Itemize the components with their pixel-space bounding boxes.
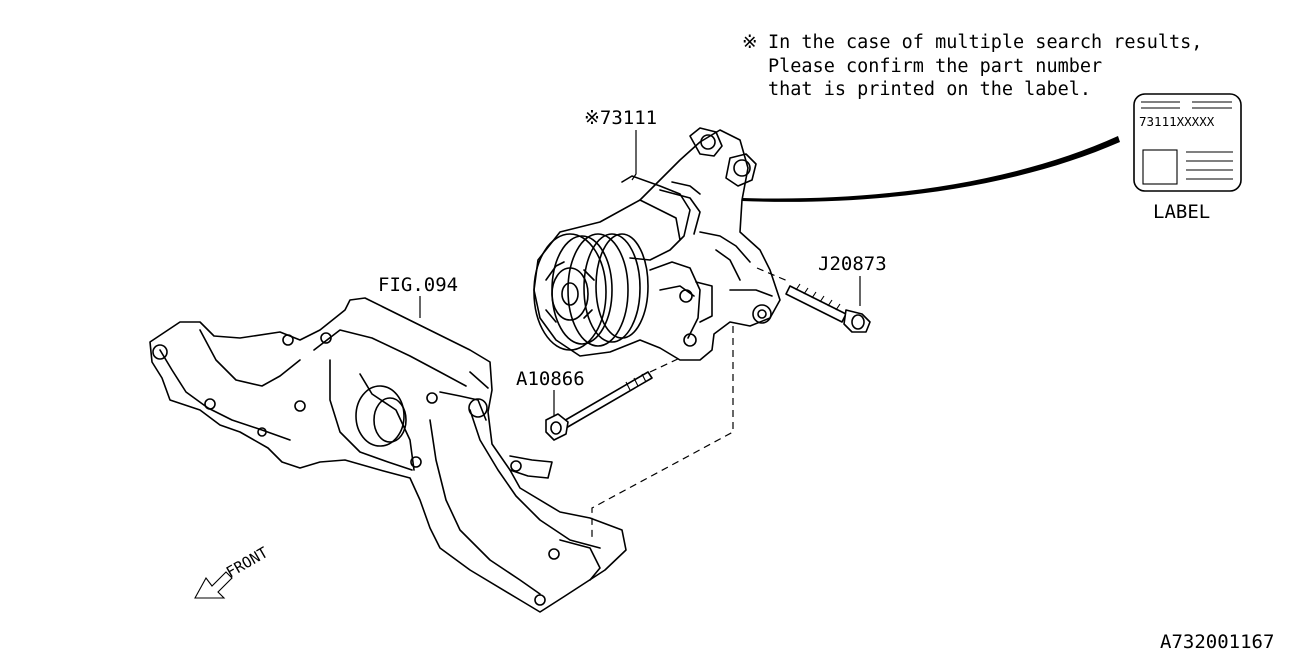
compressor-body <box>533 129 781 361</box>
note-line-1: In the case of multiple search results, <box>768 32 1202 53</box>
label-card: 73111XXXXX LABEL <box>1133 93 1242 223</box>
note-line-3: that is printed on the label. <box>768 79 1091 100</box>
ac-compressor <box>533 127 781 361</box>
mount-line-right <box>756 267 791 283</box>
compressor-pulley <box>533 233 607 351</box>
leader-compressor <box>631 130 637 181</box>
label-caption: LABEL <box>1153 201 1210 223</box>
bolt-left <box>545 371 653 441</box>
front-direction-marker: FRONT <box>194 543 271 599</box>
label-card-frame <box>1133 93 1242 192</box>
note-mark: ※ <box>742 32 758 53</box>
label-card-part-number: 73111XXXXX <box>1139 114 1215 129</box>
note-block: ※ In the case of multiple search results… <box>742 32 1202 100</box>
mount-line-left <box>649 357 681 373</box>
note-line-2: Please confirm the part number <box>768 56 1102 77</box>
diagram-id: A732001167 <box>1160 631 1274 653</box>
callout-bolt-left: A10866 <box>516 368 585 390</box>
callout-compressor: ※73111 <box>584 107 657 129</box>
callout-bracket: FIG.094 <box>378 274 458 296</box>
front-text: FRONT <box>223 543 271 581</box>
mounting-bracket <box>149 297 627 613</box>
mount-line-lower <box>591 326 734 540</box>
bolt-right <box>785 283 871 333</box>
label-leader-line <box>742 136 1120 202</box>
front-arrow-icon <box>194 571 233 599</box>
label-card-code-box <box>1142 149 1178 185</box>
bolt-left-head <box>545 413 569 441</box>
bracket-hole <box>152 344 168 360</box>
callout-bolt-right: J20873 <box>818 253 887 275</box>
bracket-body <box>149 297 627 613</box>
